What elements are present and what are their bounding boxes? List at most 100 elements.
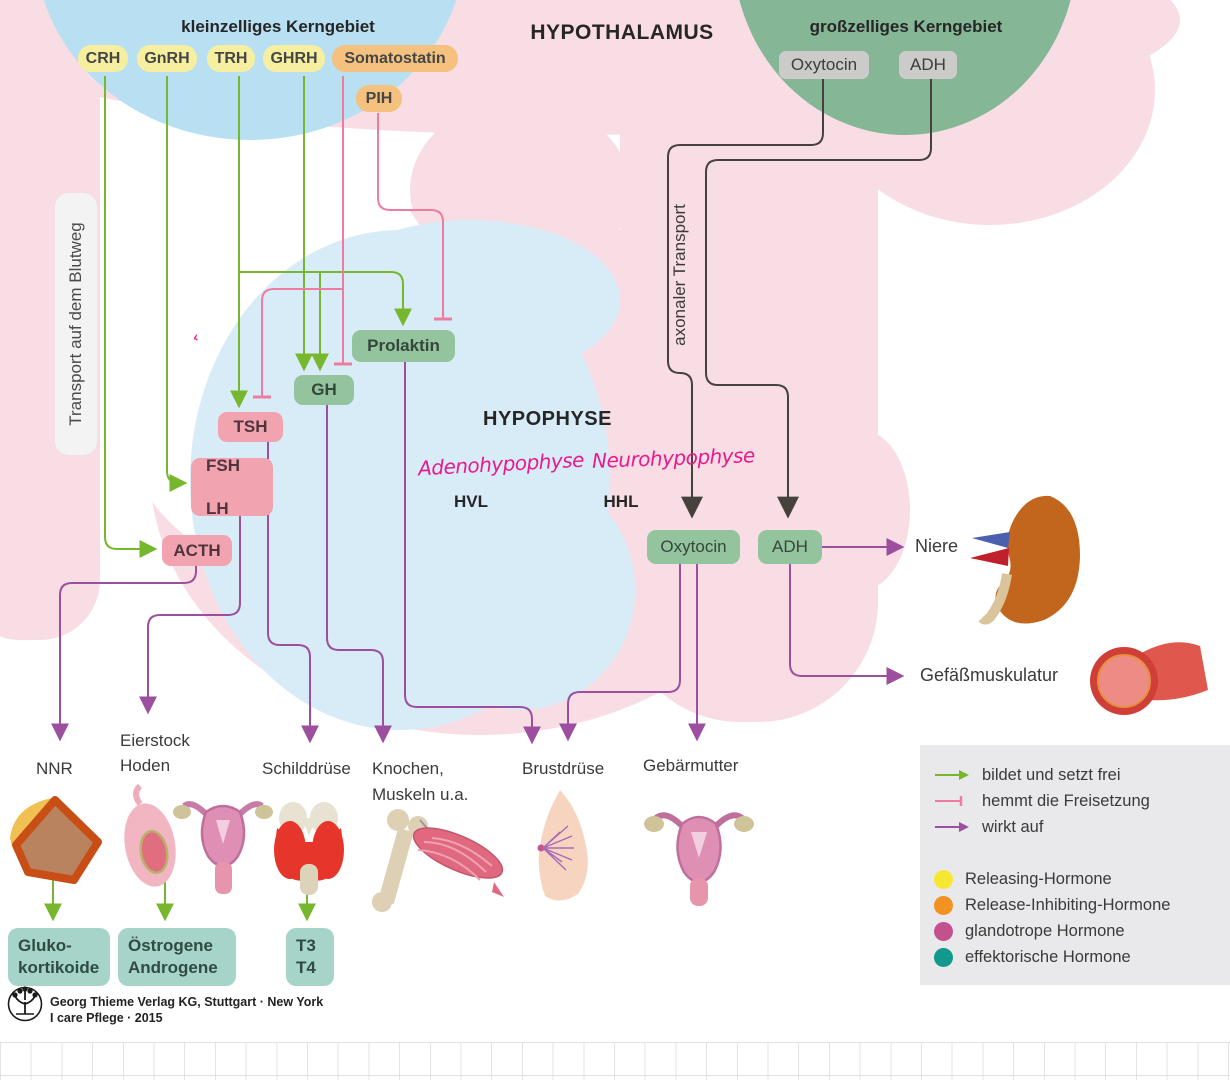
pill-ghrh: GHRH xyxy=(263,45,325,72)
lh-label: LH xyxy=(206,498,229,518)
thieme-logo xyxy=(7,986,43,1022)
kidney-illustration xyxy=(970,495,1080,625)
blood-transport-label: Transport auf dem Blutweg xyxy=(66,222,85,426)
thyroid-illustration xyxy=(274,802,344,895)
legend-row-inhibit: hemmt die Freisetzung xyxy=(934,790,1150,812)
ovary-testis-illustration xyxy=(124,783,273,894)
prolaktin-to-brust-line xyxy=(404,362,541,745)
inhibiting-connectors xyxy=(253,76,452,399)
hhl-label: HHL xyxy=(603,492,639,511)
hypophyse-title: HYPOPHYSE xyxy=(483,408,612,430)
brustdruese-label: Brustdrüse xyxy=(522,759,605,778)
legend-row-glandotrope: glandotrope Hormone xyxy=(934,920,1125,942)
pill-crh: CRH xyxy=(78,45,128,72)
gnrh-to-fshlh-line xyxy=(166,76,188,492)
source-line: I care Pflege · 2015 xyxy=(50,1011,163,1025)
adh-to-gefaess-line xyxy=(789,564,905,685)
legend-row-effector: effektorische Hormone xyxy=(934,946,1131,968)
tsh-to-thyroid-line xyxy=(267,442,319,744)
schilddruese-label: Schilddrüse xyxy=(262,759,351,778)
niere-label: Niere xyxy=(915,536,959,556)
oxytocin-to-brust-line xyxy=(559,564,681,742)
organ-illustrations xyxy=(7,495,1208,1022)
pill-trh: TRH xyxy=(207,45,255,72)
box-tsh: TSH xyxy=(218,412,283,442)
bone-muscle-illustration xyxy=(372,809,504,912)
acth-to-nnr-line xyxy=(51,566,197,742)
gh-to-knochen-line xyxy=(326,405,392,744)
somatostatin-to-tsh-branch xyxy=(261,288,343,396)
legend-panel: bildet und setzt frei hemmt die Freisetz… xyxy=(920,745,1230,985)
axonal-transport-label: axonaler Transport xyxy=(670,204,689,346)
acts-on-connectors xyxy=(51,362,905,745)
vessel-muscle-illustration xyxy=(1090,642,1208,715)
breast-illustration xyxy=(537,790,588,901)
box-adh: ADH xyxy=(758,530,822,564)
magenta-dot-icon xyxy=(934,921,953,941)
box-fsh-lh: FSH LH xyxy=(191,456,273,518)
graph-paper-grid xyxy=(0,1042,1230,1080)
box-t3-t4: T3 T4 xyxy=(286,928,334,987)
legend-glandotrope-label: glandotrope Hormone xyxy=(965,921,1125,940)
legend-stimulate-label: bildet und setzt frei xyxy=(982,765,1121,784)
fsh-label: FSH xyxy=(206,456,240,476)
axonal-transport-label-box: axonaler Transport xyxy=(664,185,696,365)
oestrogene-label: Östrogene xyxy=(128,936,214,955)
eierstock-label: Eierstock xyxy=(120,731,190,750)
pill-somatostatin: Somatostatin xyxy=(332,45,458,72)
orange-dot-icon xyxy=(934,895,953,915)
box-prolaktin: Prolaktin xyxy=(352,330,455,362)
trh-to-prolaktin-branch xyxy=(239,271,412,327)
pill-oxytocin-source: Oxytocin xyxy=(779,51,869,79)
adh-axonal-line xyxy=(705,79,932,519)
purple-arrow-icon xyxy=(935,822,969,832)
gebaermutter-label: Gebärmutter xyxy=(643,756,739,775)
legend-row-releasing: Releasing-Hormone xyxy=(934,868,1112,890)
legend-row-inhibiting-hormone: Release-Inhibiting-Hormone xyxy=(934,894,1170,916)
muskeln-label: Muskeln u.a. xyxy=(372,785,469,804)
crh-to-acth-line xyxy=(104,76,158,558)
yellow-dot-icon xyxy=(934,869,953,889)
pink-tbar-icon xyxy=(935,796,963,806)
stimulating-connectors xyxy=(44,76,412,922)
small-cell-region-label: kleinzelliges Kerngebiet xyxy=(181,17,375,36)
pink-left-strip xyxy=(0,0,100,640)
box-acth: ACTH xyxy=(162,535,232,566)
pink-bulge xyxy=(814,430,910,590)
legend-acts-on-label: wirkt auf xyxy=(982,817,1044,836)
pill-adh-source: ADH xyxy=(899,51,957,79)
gluko-line1: Gluko- xyxy=(18,936,72,955)
t4-label: T4 xyxy=(296,958,316,978)
large-cell-region-label: großzelliges Kerngebiet xyxy=(809,17,1003,36)
axonal-connectors xyxy=(667,79,932,519)
knochen-label: Knochen, xyxy=(372,759,444,778)
t3-label: T3 xyxy=(296,936,316,955)
androgene-label: Androgene xyxy=(128,958,218,978)
pill-gnrh: GnRH xyxy=(137,45,197,72)
nnr-label: NNR xyxy=(36,759,73,778)
gluko-line2: kortikoide xyxy=(18,958,100,978)
box-oestrogene-androgene: Östrogene Androgene xyxy=(118,928,236,987)
green-arrow-icon xyxy=(935,770,969,780)
box-gh: GH xyxy=(294,375,354,405)
teal-dot-icon xyxy=(934,947,953,967)
hoden-label: Hoden xyxy=(120,756,171,775)
legend-inhibiting-label: Release-Inhibiting-Hormone xyxy=(965,895,1171,914)
box-glukokortikoide: Gluko- kortikoide xyxy=(8,928,110,987)
hypothalamus-title: HYPOTHALAMUS xyxy=(530,21,714,44)
blood-transport-label-box: Transport auf dem Blutweg xyxy=(55,193,97,455)
fshlh-to-gonade-line xyxy=(139,516,241,715)
adrenal-gland-illustration xyxy=(10,796,102,884)
box-oxytocin: Oxytocin xyxy=(647,530,740,564)
hvl-label: HVL xyxy=(454,492,488,511)
legend-row-stimulate: bildet und setzt frei xyxy=(934,764,1121,786)
legend-effector-label: effektorische Hormone xyxy=(965,947,1131,966)
legend-releasing-label: Releasing-Hormone xyxy=(965,869,1112,888)
legend-inhibit-label: hemmt die Freisetzung xyxy=(982,791,1150,810)
hypothalamus-blue-region xyxy=(43,0,457,140)
pill-pih: PIH xyxy=(356,85,402,112)
background-blobs xyxy=(0,0,1180,735)
gefaessmuskulatur-label: Gefäßmuskulatur xyxy=(920,665,1059,685)
legend-row-acts-on: wirkt auf xyxy=(934,816,1043,838)
